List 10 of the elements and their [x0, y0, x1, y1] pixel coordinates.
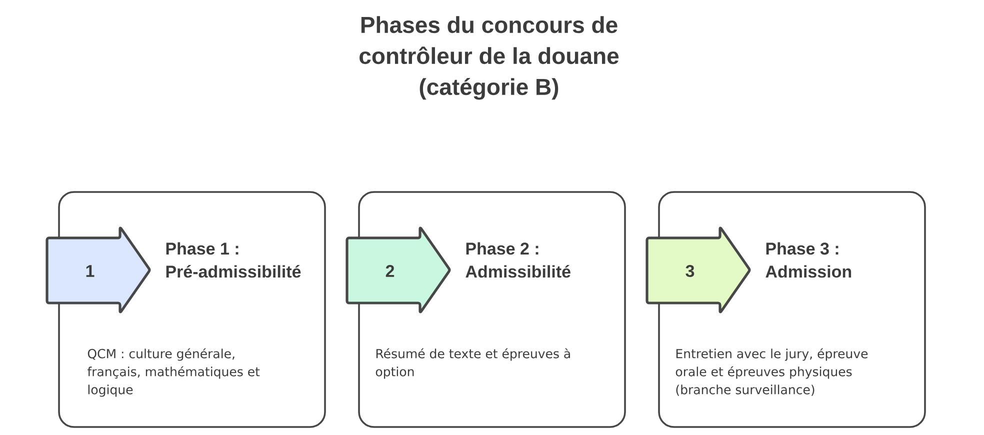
phase-description: Entretien avec le jury, épreuve orale et épreuves physiques (branche surveillance)	[676, 348, 868, 396]
title: Phases du concours de contrôleur de la douane (catégorie B)	[360, 16, 619, 100]
phase-description: Résumé de texte et épreuves à option	[376, 348, 570, 379]
phase-card	[658, 191, 926, 428]
phase-card	[358, 191, 626, 428]
phase-description: QCM : culture générale, français, mathématiques et logique	[88, 348, 260, 397]
phase-card	[58, 191, 326, 428]
phase-heading: Phase 2 : Admissibilité	[466, 242, 570, 278]
phase-heading: Phase 1 : Pré-admissibilité	[166, 242, 301, 278]
phase-heading: Phase 3 : Admission	[766, 242, 852, 278]
